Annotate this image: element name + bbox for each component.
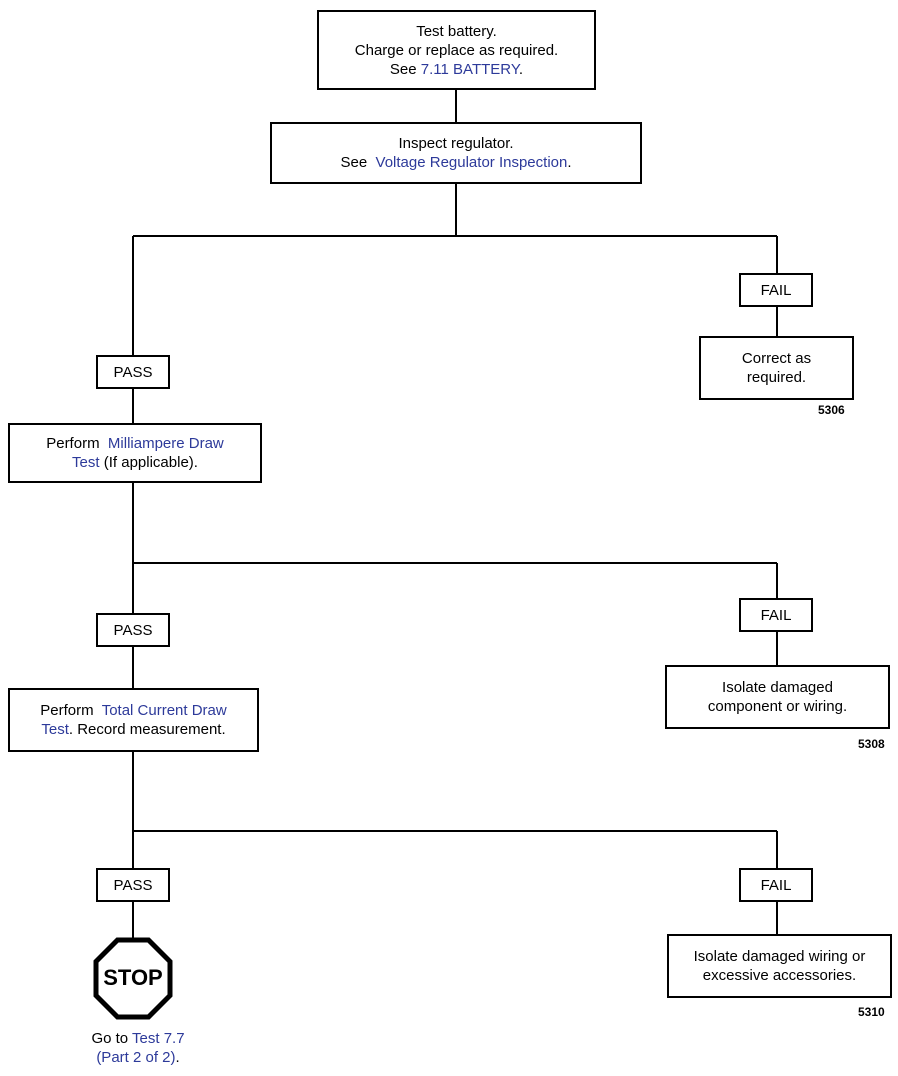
branch3-fail-action-line2: excessive accessories. — [702, 967, 857, 984]
milliampere-draw-link-b[interactable]: Test — [72, 454, 100, 471]
step-test-battery: Test battery. Charge or replace as requi… — [317, 10, 596, 90]
branch3-fail-label: FAIL — [739, 868, 813, 902]
branch1-pass-label: PASS — [96, 355, 170, 389]
figure-number-5306: 5306 — [818, 403, 845, 417]
total-current-draw-link-b[interactable]: Test — [41, 721, 69, 738]
branch2-fail-label: FAIL — [739, 598, 813, 632]
step-inspect-regulator-line1: Inspect regulator. — [398, 135, 514, 152]
branch3-pass-label: PASS — [96, 868, 170, 902]
branch1-fail-action-line2: required. — [746, 369, 807, 386]
stop-sign-label: STOP — [103, 965, 163, 990]
step-test-battery-line2: Charge or replace as required. — [354, 41, 559, 59]
branch3-fail-action-line1: Isolate damaged wiring or — [693, 948, 866, 965]
test-7-7-link-a[interactable]: Test 7.7 — [132, 1030, 185, 1047]
branch1-fail-action-line1: Correct as — [741, 350, 812, 367]
milliampere-draw-link-a[interactable]: Milliampere Draw — [107, 435, 224, 452]
goto-next-test: Go to Test 7.7 (Part 2 of 2). — [58, 1029, 218, 1067]
step-total-current-suffix: . Record measurement. — [68, 721, 226, 738]
step-inspect-regulator-see: See — [340, 154, 368, 171]
figure-number-5310: 5310 — [858, 1005, 885, 1019]
step-test-battery-see: See — [389, 60, 417, 78]
total-current-draw-link-a[interactable]: Total Current Draw — [101, 702, 227, 719]
step-total-current-prefix: Perform — [40, 702, 94, 719]
step-milliampere-draw: Perform Milliampere Draw Test (If applic… — [8, 423, 262, 483]
branch2-fail-action: Isolate damaged component or wiring. — [665, 665, 890, 729]
branch2-pass-label: PASS — [96, 613, 170, 647]
branch3-fail-action: Isolate damaged wiring or excessive acce… — [667, 934, 892, 998]
stop-sign-icon — [93, 937, 173, 1020]
step-test-battery-line1: Test battery. — [416, 22, 497, 40]
branch1-fail-label: FAIL — [739, 273, 813, 307]
voltage-regulator-inspection-link[interactable]: Voltage Regulator Inspection — [375, 154, 568, 171]
branch2-fail-action-line2: component or wiring. — [707, 698, 848, 715]
figure-number-5308: 5308 — [858, 737, 885, 751]
step-milliampere-suffix: (If applicable). — [103, 454, 198, 471]
goto-end: . — [175, 1049, 180, 1066]
step-inspect-regulator-end: . — [567, 154, 572, 171]
test-7-7-link-b[interactable]: (Part 2 of 2) — [96, 1049, 176, 1066]
branch2-fail-action-line1: Isolate damaged — [722, 679, 833, 696]
step-inspect-regulator: Inspect regulator. See Voltage Regulator… — [270, 122, 642, 184]
step-total-current-draw: Perform Total Current Draw Test. Record … — [8, 688, 259, 752]
branch1-fail-action: Correct as required. — [699, 336, 854, 400]
step-test-battery-end: . — [518, 60, 524, 78]
goto-prefix: Go to — [91, 1030, 129, 1047]
battery-link[interactable]: 7.11 BATTERY — [420, 60, 519, 78]
step-milliampere-prefix: Perform — [46, 435, 100, 452]
